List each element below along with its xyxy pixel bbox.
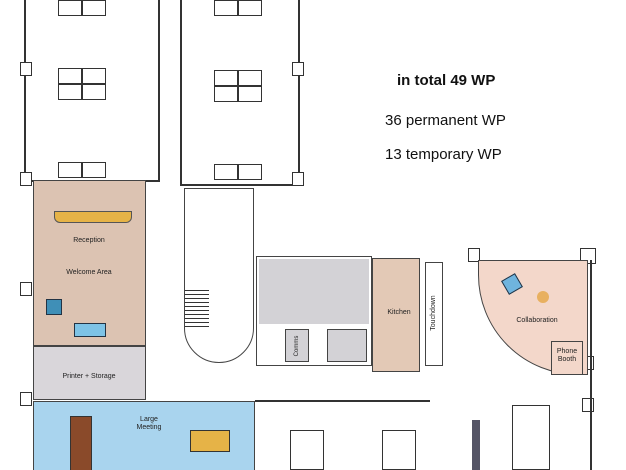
desk bbox=[214, 86, 238, 102]
total-workplaces: in total 49 WP bbox=[397, 72, 496, 89]
desk bbox=[238, 164, 262, 180]
printer-storage-room: Printer + Storage bbox=[33, 346, 146, 400]
comms-room: Comms bbox=[285, 329, 309, 362]
open-office-center-wing bbox=[180, 0, 300, 186]
permanent-workplaces: 36 permanent WP bbox=[385, 112, 506, 129]
desk bbox=[58, 162, 82, 178]
column bbox=[20, 62, 32, 76]
desk-cluster bbox=[512, 405, 550, 470]
column bbox=[20, 392, 32, 406]
comms-label: Comms bbox=[294, 335, 300, 357]
temporary-workplaces: 13 temporary WP bbox=[385, 146, 502, 163]
large-meeting-room: Large Meeting bbox=[33, 401, 255, 470]
printer-storage-label: Printer + Storage bbox=[62, 373, 116, 380]
wall bbox=[590, 260, 592, 470]
desk-cluster bbox=[290, 430, 324, 470]
large-meeting-label: Large Meeting bbox=[136, 416, 162, 431]
meeting-table-small bbox=[190, 430, 230, 452]
desk bbox=[58, 84, 82, 100]
toilets: Comms bbox=[256, 256, 372, 366]
armchair bbox=[501, 273, 523, 295]
desk bbox=[58, 68, 82, 84]
desk bbox=[238, 0, 262, 16]
planter bbox=[472, 420, 480, 470]
desk bbox=[214, 0, 238, 16]
column bbox=[292, 62, 304, 76]
column bbox=[292, 172, 304, 186]
toilet-stalls bbox=[259, 259, 369, 324]
collaboration-area: Collaboration Phone Booth bbox=[478, 260, 588, 375]
armchair bbox=[46, 299, 62, 315]
sofa bbox=[74, 323, 106, 337]
shower bbox=[327, 329, 367, 362]
side-table bbox=[537, 291, 549, 303]
stairs bbox=[185, 287, 209, 327]
desk-cluster bbox=[382, 430, 416, 470]
column bbox=[20, 282, 32, 296]
desk bbox=[238, 70, 262, 86]
desk bbox=[82, 84, 106, 100]
meeting-table bbox=[70, 416, 92, 470]
column bbox=[20, 172, 32, 186]
desk bbox=[58, 0, 82, 16]
reception-room: Reception Welcome Area bbox=[33, 180, 146, 346]
touchdown-label: Touchdown bbox=[430, 295, 437, 331]
reception-label: Reception bbox=[73, 237, 105, 244]
desk bbox=[82, 0, 106, 16]
touchdown-bench: Touchdown bbox=[425, 262, 443, 366]
phone-booth: Phone Booth bbox=[551, 341, 583, 375]
phone-booth-label: Phone Booth bbox=[556, 348, 578, 363]
wall bbox=[255, 400, 430, 402]
kitchen-label: Kitchen bbox=[387, 309, 411, 316]
desk bbox=[214, 164, 238, 180]
kitchen: Kitchen bbox=[372, 258, 420, 372]
column bbox=[582, 398, 594, 412]
desk bbox=[214, 70, 238, 86]
reception-desk bbox=[54, 211, 132, 223]
welcome-area-label: Welcome Area bbox=[66, 269, 112, 276]
collaboration-label: Collaboration bbox=[516, 317, 558, 324]
desk bbox=[238, 86, 262, 102]
desk bbox=[82, 68, 106, 84]
desk bbox=[82, 162, 106, 178]
stairwell bbox=[184, 188, 254, 363]
column bbox=[468, 248, 480, 262]
